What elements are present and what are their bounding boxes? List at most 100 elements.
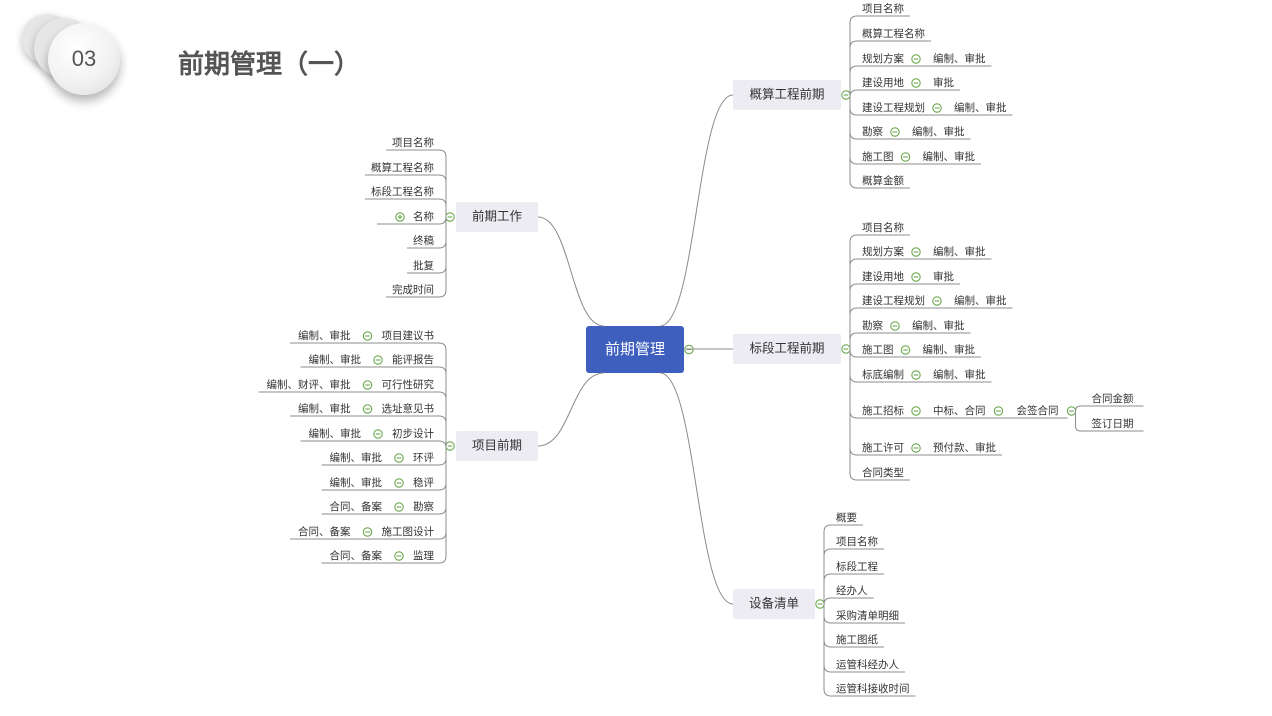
- node-collapse-icon[interactable]: [911, 272, 921, 282]
- child-connector: [849, 349, 858, 456]
- node-collapse-icon[interactable]: [911, 406, 921, 416]
- node-label: 标段工程名称: [371, 185, 434, 198]
- node-collapse-icon[interactable]: [900, 152, 911, 162]
- node-collapse-icon[interactable]: [911, 443, 921, 453]
- node-expand-icon[interactable]: [395, 212, 405, 222]
- branch-shebei-label: 设备清单: [749, 596, 799, 611]
- node-collapse-icon[interactable]: [394, 551, 404, 561]
- child-connector: [823, 604, 832, 697]
- node-label: 概算工程名称: [862, 27, 925, 40]
- subnode-label: 编制、审批: [912, 125, 965, 138]
- node-collapse-icon[interactable]: [394, 453, 404, 463]
- branch-xiangmu-collapse-icon[interactable]: [445, 441, 455, 451]
- node-label: 批复: [413, 259, 434, 272]
- child-connector: [438, 446, 447, 515]
- child-connector: [849, 95, 858, 116]
- node-collapse-icon[interactable]: [900, 345, 911, 355]
- node-collapse-icon[interactable]: [932, 296, 942, 306]
- child-connector: [849, 349, 858, 358]
- node-collapse-icon[interactable]: [932, 103, 942, 113]
- node-label: 勘察: [413, 500, 434, 513]
- node-label: 项目名称: [836, 535, 878, 548]
- node-collapse-icon[interactable]: [362, 404, 373, 414]
- child-connector: [438, 446, 447, 466]
- child-connector: [823, 604, 832, 624]
- node-collapse-icon[interactable]: [890, 127, 900, 137]
- branch-biaoduan-collapse-icon[interactable]: [841, 344, 851, 354]
- child-connector: [438, 217, 447, 298]
- node-label: 概算工程名称: [371, 161, 434, 174]
- child-connector: [823, 604, 832, 648]
- child-connector: [438, 440, 447, 449]
- child-connector: [849, 95, 858, 189]
- node-label: 建设用地: [862, 76, 904, 89]
- subnode-label: 编制、审批: [933, 52, 986, 65]
- node-label: 运管科经办人: [836, 658, 899, 671]
- child-connector: [438, 446, 447, 491]
- branch-gaisuan-label: 概算工程前期: [749, 87, 824, 102]
- node-label: 施工图: [862, 150, 894, 163]
- subnode-label: 编制、审批: [309, 353, 362, 366]
- section-number-badge: 03: [48, 23, 120, 95]
- child-connector: [438, 198, 447, 217]
- child-connector: [438, 216, 447, 225]
- subnode-label: 合同、备案: [298, 525, 351, 538]
- subnode-collapse-icon[interactable]: [993, 406, 1004, 416]
- node-label: 项目名称: [862, 2, 904, 15]
- node-label: 能评报告: [392, 353, 434, 366]
- node-label: 施工许可: [862, 441, 904, 454]
- child-connector: [823, 604, 832, 673]
- branch-gaisuan-node: [733, 80, 841, 110]
- node-label: 初步设计: [392, 427, 434, 440]
- node-collapse-icon[interactable]: [911, 54, 921, 64]
- node-label: 标段工程: [836, 560, 878, 573]
- branch-qianqi-collapse-icon[interactable]: [445, 212, 455, 222]
- child-connector: [823, 573, 832, 604]
- child-connector: [438, 366, 447, 446]
- child-connector: [849, 234, 858, 349]
- node-collapse-icon[interactable]: [362, 527, 373, 537]
- node-label: 勘察: [862, 319, 883, 332]
- subnode-label: 审批: [933, 76, 954, 89]
- node-label: 采购清单明细: [836, 609, 899, 622]
- node-label: 概算金额: [862, 174, 904, 187]
- subnode-label: 编制、审批: [954, 101, 1007, 114]
- node-collapse-icon[interactable]: [373, 355, 383, 365]
- node-collapse-icon[interactable]: [394, 502, 404, 512]
- node-collapse-icon[interactable]: [362, 331, 373, 341]
- node-label: 项目建议书: [382, 329, 435, 342]
- node-label: 项目名称: [392, 136, 434, 149]
- node-label: 监理: [413, 549, 434, 562]
- node-collapse-icon[interactable]: [911, 370, 921, 380]
- child-connector: [823, 597, 832, 606]
- leaf-label: 合同金额: [1092, 392, 1134, 405]
- subnode-label: 编制、审批: [330, 451, 383, 464]
- node-label: 可行性研究: [382, 378, 435, 391]
- node-collapse-icon[interactable]: [362, 380, 373, 390]
- branch-biaoduan-label: 标段工程前期: [749, 341, 824, 356]
- subnode2-collapse-icon[interactable]: [1066, 406, 1077, 416]
- node-collapse-icon[interactable]: [911, 78, 921, 88]
- subnode-label: 编制、审批: [298, 329, 351, 342]
- subnode-label: 合同、备案: [330, 549, 383, 562]
- branch-shebei-collapse-icon[interactable]: [815, 599, 825, 609]
- center-node: [586, 326, 684, 373]
- node-label: 终稿: [413, 234, 434, 247]
- node-collapse-icon[interactable]: [911, 247, 921, 257]
- child-connector: [849, 95, 858, 165]
- node-label: 勘察: [862, 125, 883, 138]
- branch-xiangmu-label: 项目前期: [472, 438, 522, 453]
- node-collapse-icon[interactable]: [890, 321, 900, 331]
- node-collapse-icon[interactable]: [394, 478, 404, 488]
- node-label: 施工图: [862, 343, 894, 356]
- subnode-label: 编制、审批: [923, 343, 976, 356]
- node-label: 选址意见书: [382, 402, 435, 415]
- child-connector: [849, 15, 858, 95]
- subnode-label: 编制、审批: [298, 402, 351, 415]
- child-connector: [849, 89, 858, 98]
- node-collapse-icon[interactable]: [373, 429, 383, 439]
- leaf-connector: [1075, 405, 1086, 412]
- node-label: 合同类型: [862, 466, 904, 479]
- branch-gaisuan-collapse-icon[interactable]: [841, 90, 851, 100]
- node-label: 标底编制: [862, 368, 904, 381]
